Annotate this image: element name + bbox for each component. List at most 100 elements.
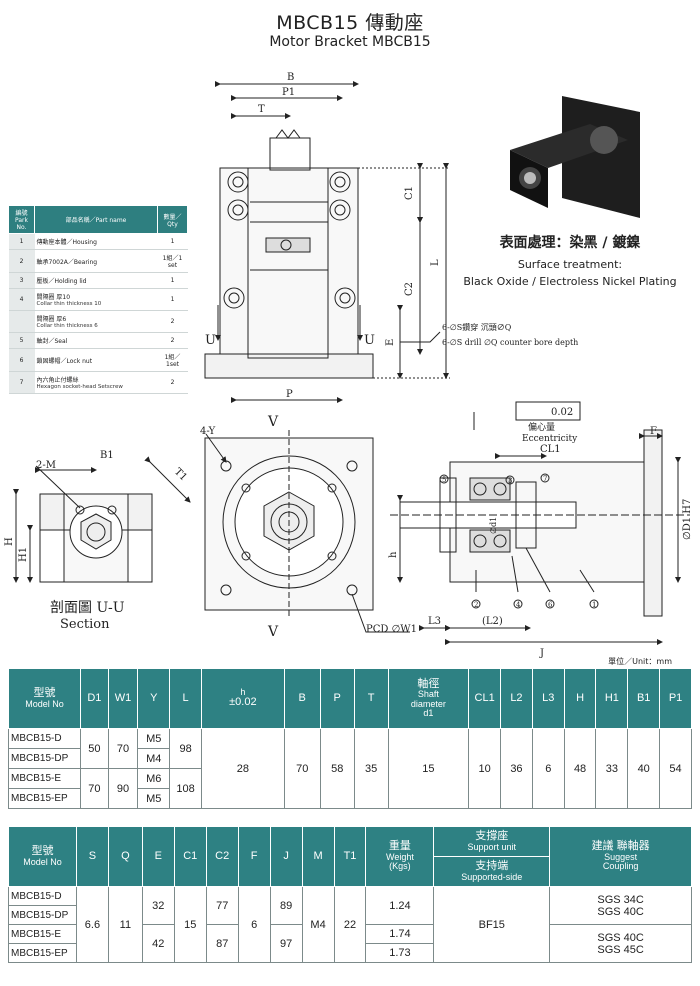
callout-6: 6: [548, 601, 553, 609]
surface-treatment-en2: Black Oxide / Electroless Nickel Plating: [463, 275, 677, 288]
section-mark-u-left: U: [205, 333, 216, 348]
section-mark-v-top: V: [267, 414, 279, 430]
spec2-C2: 77: [205, 886, 239, 925]
spec2-model: MBCB15-DP: [8, 905, 77, 925]
holes-note-en: 6-∅S drill ∅Q counter bore depth: [442, 338, 578, 347]
spec2-J: 89: [269, 886, 303, 925]
parts-name-sub: Collar thin thickness 6: [36, 323, 98, 329]
dim-L: L: [430, 259, 441, 266]
spec1-L: 98: [169, 728, 202, 769]
spec2-E: 32: [141, 886, 175, 925]
surface-treatment-en1: Surface treatment:: [517, 258, 623, 271]
eccentricity-zh: 偏心量: [528, 421, 555, 433]
parts-name-sub: Hexagon socket-head Setscrew: [36, 384, 123, 390]
spec1-d1: 15: [387, 728, 470, 809]
spec1-H: 48: [563, 728, 597, 809]
spec1-B1: 40: [627, 728, 661, 809]
spec1-header-L: L: [169, 668, 202, 729]
dim-PCD: PCD ∅W1: [366, 624, 417, 635]
parts-name: 軸封／Seal: [34, 332, 158, 349]
spec2-header-E: E: [141, 826, 175, 887]
spec2-weight: 1.24: [365, 886, 435, 925]
spec1-header-B1: B1: [627, 668, 661, 729]
parts-qty: 2: [157, 310, 188, 333]
spec1-L3: 6: [531, 728, 565, 809]
spec2-header-Q: Q: [107, 826, 143, 887]
spec1-P: 58: [319, 728, 355, 809]
spec2-E: 42: [141, 924, 175, 963]
spec1-header-P: P: [319, 668, 355, 729]
section-caption-en: Section: [60, 617, 110, 632]
spec1-B: 70: [283, 728, 321, 809]
dim-4Y: 4-Y: [200, 426, 216, 437]
spec2-header-M: M: [301, 826, 335, 887]
parts-qty: 1組／1 set: [157, 249, 188, 273]
technical-drawing: B P1 T P C1 C2 L E U U 6-∅S鑽穿 沉頭∅Q 6-∅S …: [4, 72, 693, 659]
dim-L2: (L2): [482, 616, 503, 627]
spec1-CL1: 10: [468, 728, 502, 809]
parts-no: 2: [8, 249, 35, 273]
spec1-header-Y: Y: [137, 668, 171, 729]
spec1-header-W1: W1: [107, 668, 139, 729]
spec2-support: BF15: [433, 886, 551, 963]
callout-4: 4: [516, 601, 521, 609]
parts-name-main: 軸承7002A／Bearing: [36, 258, 98, 266]
spec2-T1: 22: [333, 886, 367, 963]
coupling-item: SGS 40C: [597, 905, 644, 918]
dim-h: h: [388, 551, 399, 558]
spec1-D1: 70: [80, 768, 109, 809]
parts-name-main: 間隔圈 厚10: [36, 294, 71, 301]
spec2-header-S: S: [75, 826, 109, 887]
coupling-item: SGS 40C: [597, 931, 644, 944]
parts-name: 軸承7002A／Bearing: [34, 249, 158, 273]
callout-1: 1: [592, 601, 596, 609]
parts-name-main: 軸封／Seal: [36, 338, 68, 345]
spec2-M: M4: [301, 886, 335, 963]
spec1-Y: M6: [137, 768, 171, 789]
parts-qty: 1: [157, 233, 188, 250]
spec1-H1: 33: [595, 728, 629, 809]
parts-qty: 1: [157, 272, 188, 289]
spec2-J: 97: [269, 924, 303, 963]
holes-note-zh: 6-∅S鑽穿 沉頭∅Q: [442, 322, 512, 332]
spec2-header-T1: T1: [333, 826, 367, 887]
section-mark-u-right: U: [364, 333, 375, 348]
spec1-model: MBCB15-E: [7, 768, 82, 789]
page-title: MBCB15 傳動座: [276, 12, 424, 34]
dim-E: E: [385, 339, 396, 346]
parts-name-main: 鎖固螺帽／Lock nut: [36, 357, 93, 365]
spec1-header-CL1: CL1: [468, 668, 502, 729]
dim-H: H: [4, 537, 15, 546]
parts-no: 7: [8, 371, 35, 394]
spec2-S: 6.6: [75, 886, 109, 963]
coupling-item: SGS 45C: [597, 943, 644, 956]
spec1-header-H: H: [563, 668, 597, 729]
parts-name-sub: Collar thin thickness 10: [36, 301, 102, 307]
spec1-model: MBCB15-D: [7, 728, 82, 749]
spec2-weight: 1.74: [365, 924, 435, 944]
spec1-W1: 90: [107, 768, 139, 809]
parts-no: 5: [8, 332, 35, 349]
spec1-W1: 70: [107, 728, 139, 769]
page-subtitle: Motor Bracket MBCB15: [269, 34, 431, 50]
spec1-header-H1: H1: [595, 668, 629, 729]
spec1-L2: 36: [500, 728, 533, 809]
spec2-header-C1: C1: [173, 826, 207, 887]
surface-treatment: 表面處理：染黑 / 鍍鎳 Surface treatment: Black Ox…: [440, 232, 700, 288]
parts-header-name: 部品名稱／Part name: [34, 205, 158, 234]
